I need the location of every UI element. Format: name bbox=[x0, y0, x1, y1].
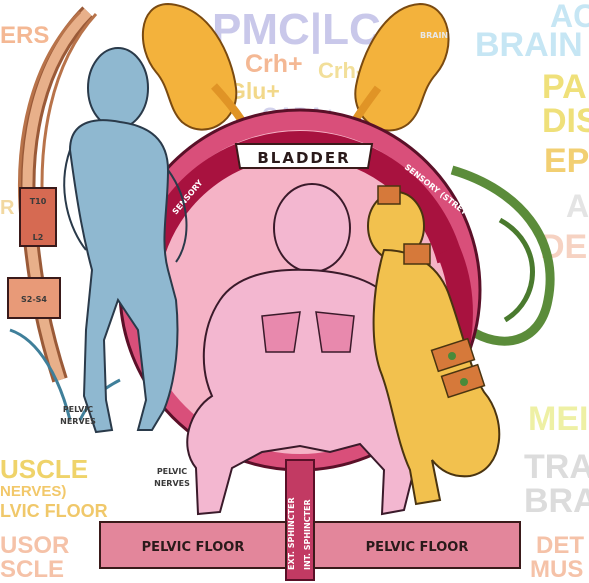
pelvic-floor-bar: PELVIC FLOOR PELVIC FLOOR EXT. SPHINCTER… bbox=[100, 497, 520, 570]
spine-s-label: S2-S4 bbox=[21, 295, 47, 304]
bladder-label-plate: BLADDER bbox=[236, 144, 372, 168]
pelvic-nerves-label-4: NERVES bbox=[154, 479, 190, 488]
pelvic-nerves-label-3: PELVIC bbox=[157, 467, 187, 476]
pelvic-floor-right-label: PELVIC FLOOR bbox=[366, 540, 469, 555]
kidney-left bbox=[143, 4, 236, 130]
brain-small-label: BRAIN bbox=[420, 31, 448, 40]
pelvic-nerves-label-1: PELVIC bbox=[63, 405, 93, 414]
pelvic-floor-left-label: PELVIC FLOOR bbox=[142, 540, 245, 555]
ext-sphincter-label: EXT. SPHINCTER bbox=[287, 497, 296, 570]
bladder-label: BLADDER bbox=[257, 149, 350, 167]
int-sphincter-label: INT. SPHINCTER bbox=[303, 499, 312, 570]
spine-l2-label: L2 bbox=[33, 233, 44, 242]
nerve-right-2 bbox=[500, 220, 533, 320]
pelvic-nerves-label-2: NERVES bbox=[60, 417, 96, 426]
kidney-right bbox=[355, 4, 448, 130]
spine-t10-label: T10 bbox=[30, 197, 47, 206]
